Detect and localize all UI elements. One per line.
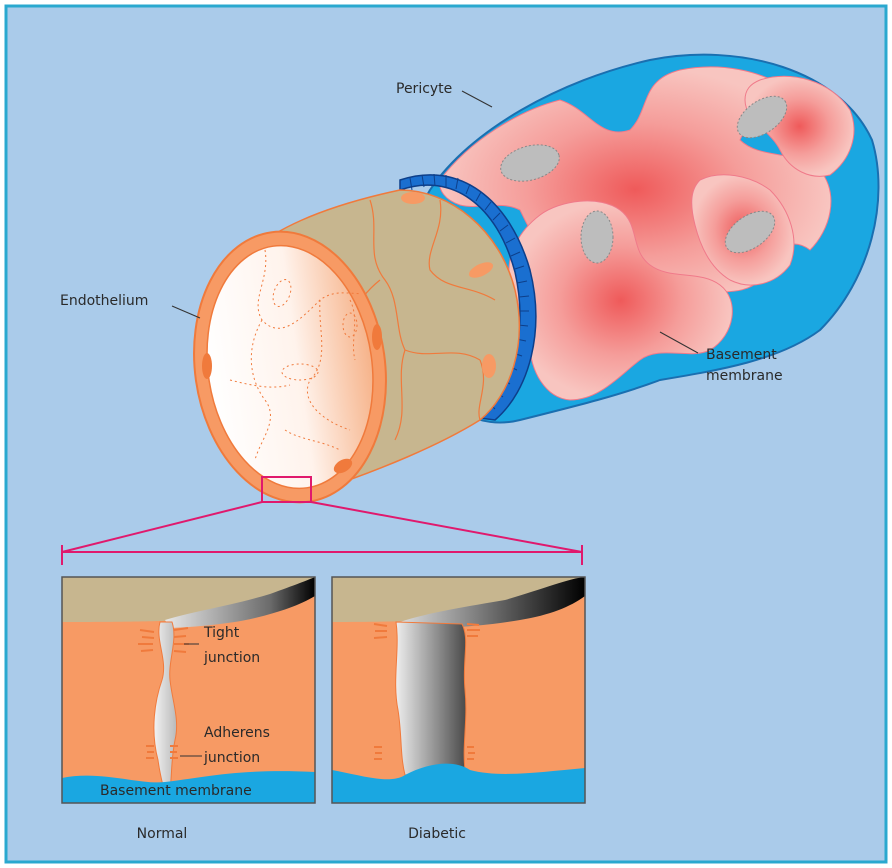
pericyte-nucleus xyxy=(581,211,613,263)
endothelial-nucleus xyxy=(202,353,212,379)
label-inset-basement-membrane: Basement membrane xyxy=(100,783,252,799)
caption-diabetic: Diabetic xyxy=(408,826,466,842)
label-adherens-junction-line2: junction xyxy=(203,750,260,766)
label-tight-junction-line2: junction xyxy=(203,650,260,666)
caption-normal: Normal xyxy=(137,826,188,842)
label-pericyte: Pericyte xyxy=(396,81,452,97)
endothelial-nucleus xyxy=(401,192,425,204)
label-basement-membrane-line2: membrane xyxy=(706,368,783,384)
label-endothelium: Endothelium xyxy=(60,293,148,309)
endothelial-nucleus xyxy=(372,324,382,350)
label-tight-junction-line1: Tight xyxy=(203,625,240,641)
label-adherens-junction-line1: Adherens xyxy=(204,725,270,741)
inset-diabetic xyxy=(332,577,585,803)
inset-normal xyxy=(62,577,315,803)
endothelial-nucleus xyxy=(482,354,496,378)
label-basement-membrane-line1: Basement xyxy=(706,347,777,363)
